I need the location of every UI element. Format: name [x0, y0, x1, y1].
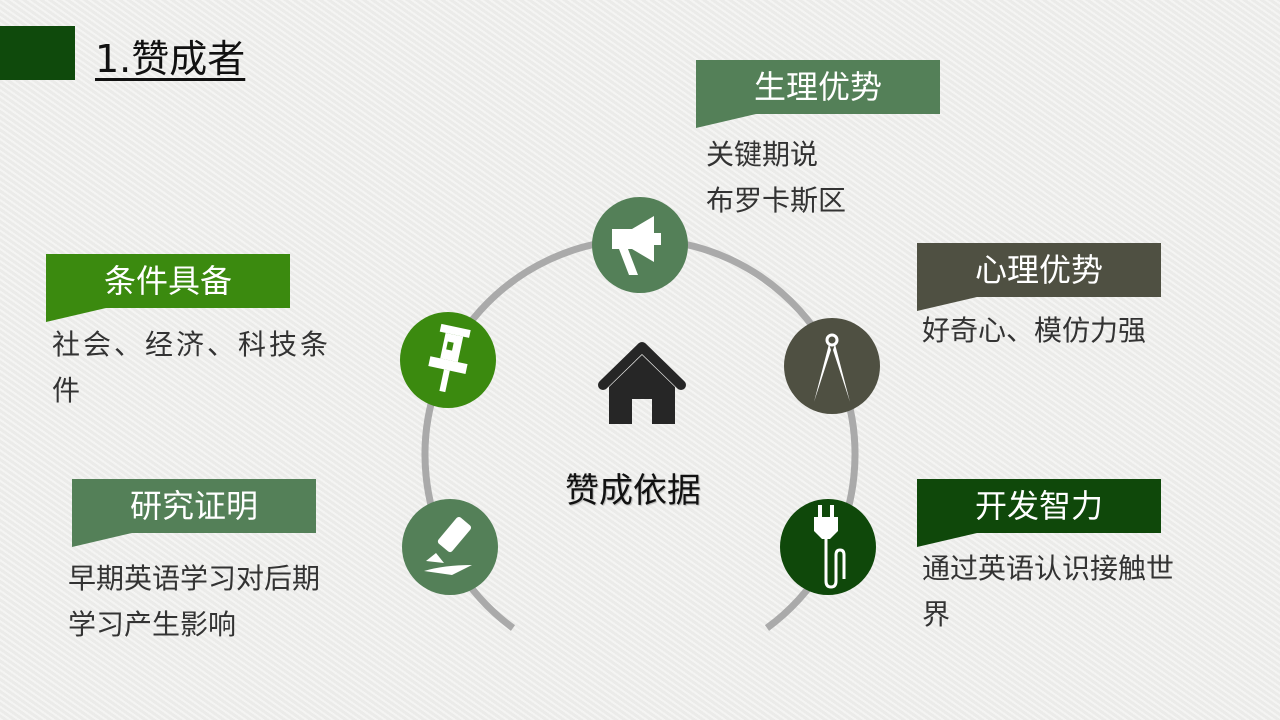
page-title: 1.赞成者	[95, 37, 246, 81]
intelligence-text: 通过英语认识接触世界	[922, 546, 1174, 638]
compass-icon	[784, 318, 880, 414]
physiological-text: 关键期说布罗卡斯区	[706, 132, 846, 224]
banner-research: 研究证明	[72, 479, 316, 547]
pushpin-icon	[400, 312, 496, 408]
text-line: 通过英语认识接触世	[922, 552, 1175, 585]
text-line: 好奇心、模仿力强	[922, 314, 1147, 347]
center-label: 赞成依据	[565, 471, 701, 511]
text-line: 关键期说	[706, 138, 819, 171]
banner-label: 条件具备	[103, 262, 232, 300]
text-line: 学习产生影响	[68, 608, 237, 641]
text-line: 界	[922, 598, 951, 631]
text-line: 件	[52, 374, 84, 407]
banner-label: 开发智力	[974, 487, 1103, 525]
banner-psychological: 心理优势	[917, 243, 1161, 311]
banner-label: 研究证明	[129, 487, 258, 525]
research-text: 早期英语学习对后期学习产生影响	[68, 556, 320, 648]
text-line: 社会、经济、科技条	[52, 328, 332, 361]
banner-label: 生理优势	[753, 68, 882, 106]
house-icon	[597, 335, 687, 425]
pencil-icon	[402, 499, 498, 595]
banner-physiological: 生理优势	[696, 60, 940, 128]
conditions-text: 社会、经济、科技条件	[52, 322, 372, 414]
banner-label: 心理优势	[974, 251, 1103, 289]
plug-icon	[780, 499, 876, 595]
text-line: 早期英语学习对后期	[68, 562, 321, 595]
banner-conditions: 条件具备	[46, 254, 290, 322]
banner-intelligence: 开发智力	[917, 479, 1161, 547]
text-line: 布罗卡斯区	[706, 184, 847, 217]
megaphone-icon	[592, 197, 688, 293]
psychological-text: 好奇心、模仿力强	[922, 308, 1146, 354]
title-accent-bar	[0, 26, 75, 80]
